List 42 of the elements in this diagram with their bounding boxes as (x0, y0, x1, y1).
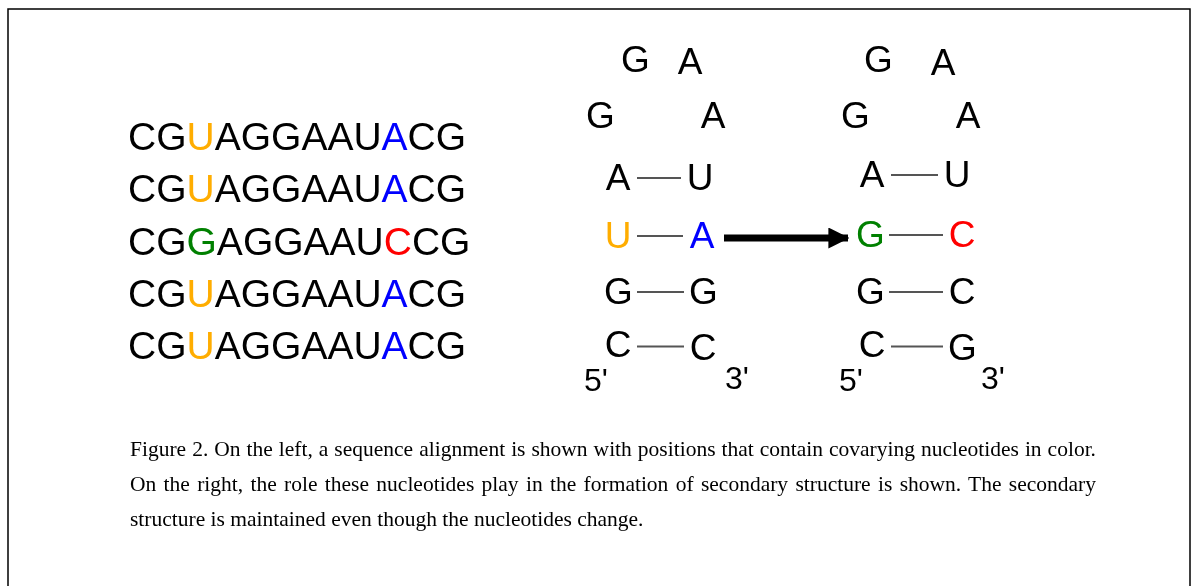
sequence-row: CGUAGGAAUACG (128, 115, 467, 159)
strand-end-label: 3' (981, 361, 1005, 395)
strand-end-label: 5' (584, 363, 608, 397)
nucleotide-letter: G (689, 274, 717, 310)
base-pair-line (890, 345, 944, 348)
nucleotide-letter: C (858, 327, 886, 363)
base-pair-line (636, 235, 684, 237)
nucleotide-letter: G (864, 42, 892, 78)
sequence-row: CGUAGGAAUACG (128, 167, 467, 211)
nucleotide-letter: A (929, 45, 957, 81)
nucleotide-letter: G (621, 42, 649, 78)
nucleotide-letter: G (948, 330, 976, 366)
base-pair-line (636, 345, 685, 348)
sequence-row: CGUAGGAAUACG (128, 324, 467, 368)
nucleotide-letter: U (943, 157, 971, 193)
sequence-row: CGGAGGAAUCCG (128, 220, 471, 264)
base-pair-line (888, 291, 944, 293)
nucleotide-letter: G (841, 98, 869, 134)
base-pair-line (636, 291, 685, 293)
base-pair-line (636, 177, 682, 179)
base-pair-line (888, 234, 944, 236)
nucleotide-letter: U (604, 218, 632, 254)
strand-end-label: 5' (839, 363, 863, 397)
figure-caption: Figure 2. On the left, a sequence alignment is shown with positions that contain covarying nucleotides in color. On the right, the role these nucleotides play in the formation of secondary structure is shown. The secondary structure is maintained even though the nucleotides change. (130, 436, 1096, 533)
nucleotide-letter: A (676, 44, 704, 80)
nucleotide-letter: C (689, 330, 717, 366)
nucleotide-letter: G (856, 274, 884, 310)
nucleotide-letter: A (699, 98, 727, 134)
nucleotide-letter: G (856, 217, 884, 253)
base-pair-line (890, 174, 939, 176)
nucleotide-letter: G (586, 98, 614, 134)
nucleotide-letter: C (948, 217, 976, 253)
nucleotide-letter: C (948, 274, 976, 310)
nucleotide-letter: A (858, 157, 886, 193)
strand-end-label: 3' (725, 361, 749, 395)
nucleotide-letter: A (688, 218, 716, 254)
nucleotide-letter: C (604, 327, 632, 363)
nucleotide-letter: A (604, 160, 632, 196)
nucleotide-letter: U (686, 160, 714, 196)
nucleotide-letter: A (954, 98, 982, 134)
nucleotide-letter: G (604, 274, 632, 310)
sequence-row: CGUAGGAAUACG (128, 272, 467, 316)
